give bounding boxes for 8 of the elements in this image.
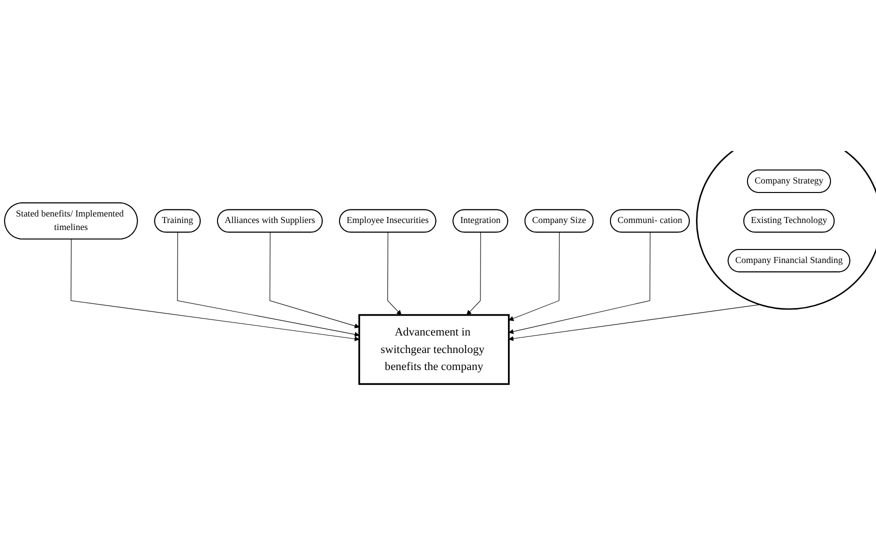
arrow: [508, 232, 560, 321]
arrow: [508, 232, 650, 334]
node-box: Advancement in switchgear technology benefits the company: [358, 314, 510, 385]
arrow: [70, 238, 360, 341]
arrow: [177, 232, 360, 337]
arrow: [270, 232, 360, 328]
arrow: [466, 232, 481, 315]
arrow: [387, 232, 402, 315]
